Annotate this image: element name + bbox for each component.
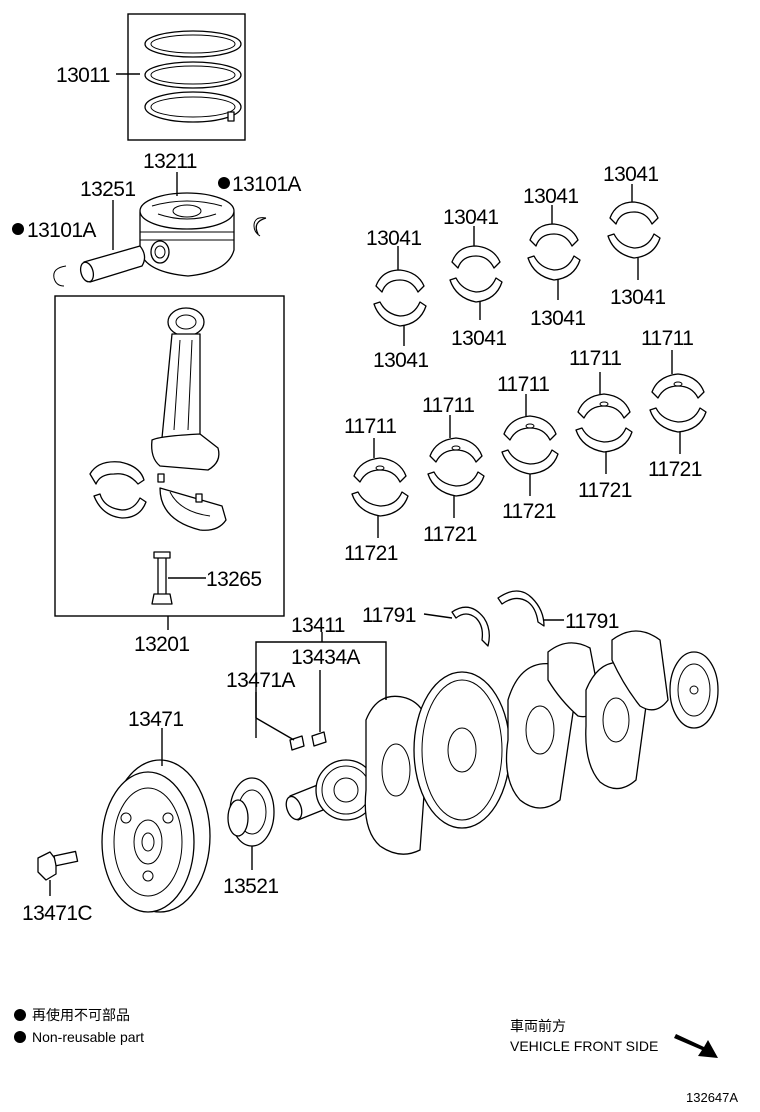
non-reusable-marker	[218, 177, 230, 189]
non-reusable-marker	[14, 1009, 26, 1021]
label-crank-pulley[interactable]: 13471	[128, 708, 184, 731]
crank-pulley[interactable]	[101, 759, 211, 913]
label-thrust-washer-left[interactable]: 11791	[362, 604, 416, 627]
label-main-bearing-3-top[interactable]: 11711	[497, 373, 550, 396]
label-conrod-bolt[interactable]: 13265	[206, 568, 262, 591]
label-main-bearing-5-top[interactable]: 11711	[641, 327, 694, 350]
crank-timing-sprocket[interactable]	[227, 777, 275, 847]
thrust-washer-right[interactable]	[497, 590, 545, 627]
label-piston-pin[interactable]: 13251	[80, 178, 136, 201]
label-thrust-washer-right[interactable]: 11791	[565, 610, 619, 633]
non-reusable-marker	[12, 223, 24, 235]
main-bearing-pair-4[interactable]	[575, 393, 633, 453]
connecting-rod[interactable]	[151, 307, 227, 531]
conrod-bearing-pair-2[interactable]	[449, 245, 503, 303]
crankshaft-key[interactable]	[311, 731, 327, 747]
label-conrod-bearing-3-bottom[interactable]: 13041	[530, 307, 586, 330]
label-piston-ring-set[interactable]: 13011	[56, 64, 110, 87]
snap-ring-right[interactable]	[253, 217, 267, 237]
label-main-bearing-5-bottom[interactable]: 11721	[648, 458, 702, 481]
label-conrod-bearing-1-bottom[interactable]: 13041	[373, 349, 429, 372]
label-snap-ring-left[interactable]: 13101A	[27, 219, 97, 242]
vehicle-front-direction: 車両前方 VEHICLE FRONT SIDE	[510, 1018, 718, 1058]
label-pulley-key[interactable]: 13471A	[226, 669, 296, 692]
label-main-bearing-1-bottom[interactable]: 11721	[344, 542, 398, 565]
legend-jp: 再使用不可部品	[32, 1007, 130, 1023]
conrod-bearing-pair-3[interactable]	[527, 223, 581, 281]
label-main-bearing-3-bottom[interactable]: 11721	[502, 500, 556, 523]
label-conrod-assembly[interactable]: 13201	[134, 633, 190, 656]
label-pulley-bolt[interactable]: 13471C	[22, 902, 93, 925]
piston-pin[interactable]	[78, 245, 146, 283]
main-bearing-pair-5[interactable]	[649, 373, 707, 433]
crankshaft[interactable]	[283, 630, 719, 855]
conrod-bearing-pair-4[interactable]	[607, 201, 661, 259]
piston[interactable]	[139, 192, 235, 277]
label-main-bearing-2-top[interactable]: 11711	[422, 394, 475, 417]
snap-ring-left[interactable]	[53, 265, 67, 287]
label-main-bearing-4-top[interactable]: 11711	[569, 347, 622, 370]
legend-en: Non-reusable part	[32, 1029, 144, 1045]
label-conrod-bearing-2-bottom[interactable]: 13041	[451, 327, 507, 350]
conrod-bearing-shells[interactable]	[89, 461, 147, 519]
label-crank-timing-sprocket[interactable]: 13521	[223, 875, 279, 898]
main-bearing-pair-1[interactable]	[351, 457, 409, 517]
piston-ring-set[interactable]	[127, 13, 246, 141]
label-conrod-bearing-2-top[interactable]: 13041	[443, 206, 499, 229]
label-piston[interactable]: 13211	[143, 150, 197, 173]
label-main-bearing-2-bottom[interactable]: 11721	[423, 523, 477, 546]
non-reusable-marker	[14, 1031, 26, 1043]
main-bearing-pair-2[interactable]	[427, 437, 485, 497]
label-conrod-bearing-1-top[interactable]: 13041	[366, 227, 422, 250]
pulley-bolt[interactable]	[37, 850, 79, 881]
direction-jp: 車両前方	[510, 1018, 566, 1034]
conrod-bearing-pair-1[interactable]	[373, 269, 427, 327]
label-crankshaft[interactable]: 13411	[291, 614, 345, 637]
main-bearing-pair-3[interactable]	[501, 415, 559, 475]
label-crankshaft-key[interactable]: 13434A	[291, 646, 361, 669]
label-conrod-bearing-4-bottom[interactable]: 13041	[610, 286, 666, 309]
label-conrod-bearing-3-top[interactable]: 13041	[523, 185, 579, 208]
conrod-bolt[interactable]	[151, 551, 173, 605]
direction-en: VEHICLE FRONT SIDE	[510, 1038, 658, 1054]
label-snap-ring-right[interactable]: 13101A	[232, 173, 302, 196]
arrow-right-down-icon	[674, 1034, 718, 1058]
illustration-id: 132647A	[686, 1090, 738, 1105]
thrust-washer-left[interactable]	[451, 606, 490, 647]
label-main-bearing-1-top[interactable]: 11711	[344, 415, 397, 438]
label-conrod-bearing-4-top[interactable]: 13041	[603, 163, 659, 186]
legend: 再使用不可部品 Non-reusable part	[14, 1007, 144, 1045]
label-main-bearing-4-bottom[interactable]: 11721	[578, 479, 632, 502]
